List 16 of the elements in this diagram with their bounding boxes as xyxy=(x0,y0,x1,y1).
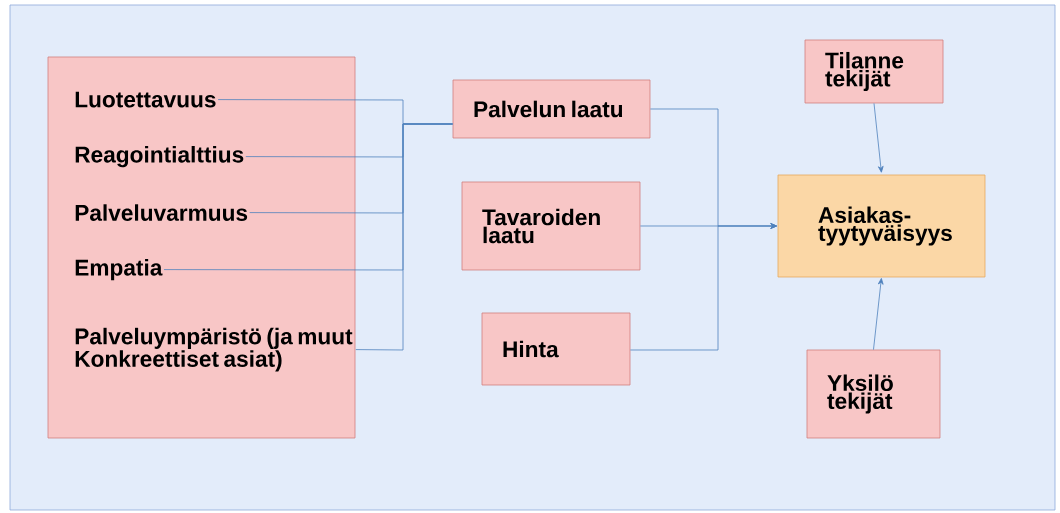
process-box: Tavaroiden laatu xyxy=(461,181,641,271)
connector xyxy=(355,123,453,351)
process-box: Palvelun laatu xyxy=(452,79,651,139)
process-box: Hinta xyxy=(481,312,631,386)
connector xyxy=(873,278,884,350)
process-box: Tilanne tekijät xyxy=(804,39,944,104)
list-item: Palveluympäristö (ja muut Konkreettiset asiat) xyxy=(75,327,353,372)
process-box: Asiakas- tyytyväisyys xyxy=(777,174,986,278)
list-item: Luotettavuus xyxy=(75,91,216,108)
list-item: Palveluvarmuus xyxy=(75,204,248,221)
group-box xyxy=(47,56,356,439)
connector xyxy=(630,223,777,351)
list-item: Reagointialttius xyxy=(75,146,244,168)
connector xyxy=(873,103,884,173)
list-item: Empatia xyxy=(75,259,163,281)
process-box: Yksilö tekijät xyxy=(806,349,941,439)
